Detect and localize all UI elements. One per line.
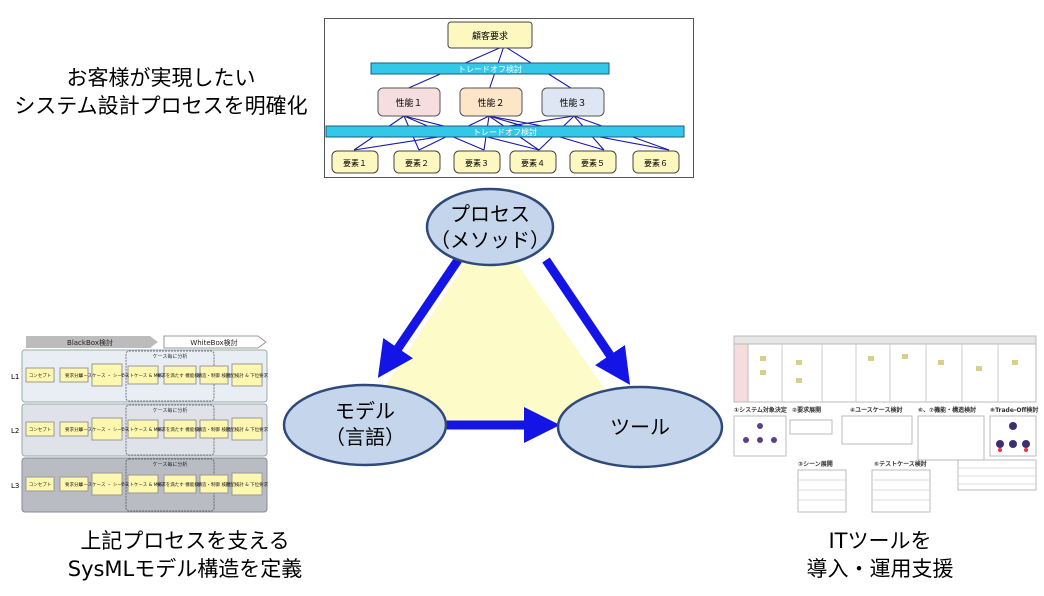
tool-screenshot-collage: ①システム対象決定 ②要求展開 ③シーン展開 ④ユースケース検討 ⑤テストケース… bbox=[733, 335, 1038, 513]
tool-callout: ⑧Trade-Off検討 bbox=[990, 406, 1038, 414]
cell-label: 構造・制御 検討 bbox=[198, 372, 231, 379]
process-sublabel: （メソッド） bbox=[430, 228, 550, 252]
model-ellipse bbox=[282, 383, 448, 467]
element-label: 要素２ bbox=[405, 158, 429, 168]
caption-top-left: お客様が実現したい システム設計プロセスを明確化 bbox=[0, 64, 322, 120]
process-label: プロセス bbox=[450, 202, 530, 226]
row-note: ケース毎に分析 bbox=[153, 407, 188, 414]
process-model-tool-triangle: プロセス （メソッド） モデル （言語） ツール bbox=[282, 187, 724, 469]
cell-label: 構造・制御 検討 bbox=[198, 481, 231, 488]
element-label: 要素１ bbox=[343, 158, 367, 168]
cell-label: ユースケース ・ シーン条件 bbox=[79, 372, 136, 379]
cell-label: ユースケース ・ シーン条件 bbox=[79, 481, 136, 488]
root-label: 顧客要求 bbox=[472, 30, 508, 42]
cell-label: 構造・制御 検討 bbox=[198, 426, 231, 433]
model-sublabel: （言語） bbox=[325, 425, 405, 449]
function-label: 性能１ bbox=[395, 97, 422, 109]
arrow-process-to-model bbox=[377, 257, 462, 378]
tool-callout: ④ユースケース検討 bbox=[850, 406, 902, 414]
sysml-row: L1 ケース毎に分析 コンセプト 要求分解 ユースケース ・ シーン条件 テスト… bbox=[11, 349, 269, 403]
row-label: L2 bbox=[11, 427, 19, 435]
cell-label: テストケース & MoEs bbox=[121, 372, 167, 379]
cell-label: テストケース & MoEs bbox=[121, 426, 167, 433]
tool-callout: ②要求展開 bbox=[792, 406, 821, 414]
whitebox-header-label: WhiteBox検討 bbox=[190, 338, 237, 347]
cell-label: 能配検討 & 下位要求 bbox=[226, 372, 269, 379]
tool-ellipse bbox=[556, 385, 724, 469]
cell-label: 要求を満たす 機能検討 bbox=[157, 426, 204, 433]
tool-table-screenshot bbox=[733, 335, 1037, 403]
cell-label: 能配検討 & 下位要求 bbox=[226, 426, 269, 433]
cell-label: テストケース & MoEs bbox=[121, 481, 167, 488]
tradeoff-label: トレードオフ検討 bbox=[473, 127, 537, 137]
tool-callout: ③シーン展開 bbox=[798, 460, 833, 468]
sysml-row: L2 ケース毎に分析 コンセプト 要求分解 ユースケース ・ シーン条件 テスト… bbox=[11, 403, 269, 457]
cell-label: コンセプト bbox=[29, 482, 52, 488]
row-note: ケース毎に分析 bbox=[153, 353, 188, 360]
caption-bottom-right: ITツールを 導入・運用支援 bbox=[770, 527, 990, 583]
element-label: 要素６ bbox=[644, 158, 668, 168]
arrow-process-to-tool bbox=[542, 257, 631, 385]
tradeoff-bar bbox=[325, 125, 685, 138]
sysml-row: L3 ケース毎に分析 コンセプト 要求分解 ユースケース ・ シーン条件 テスト… bbox=[11, 457, 269, 513]
caption-bottom-left: 上記プロセスを支える SysMLモデル構造を定義 bbox=[20, 527, 350, 583]
cell-label: ユースケース ・ シーン条件 bbox=[79, 426, 136, 433]
hierarchy-diagram: トレードオフ検討 トレードオフ検討 顧客要求 性能１ 性能２ 性能３ 要素１ 要… bbox=[324, 18, 694, 178]
row-label: L1 bbox=[11, 373, 19, 381]
caption-line: 導入・運用支援 bbox=[806, 557, 954, 581]
cell-label: コンセプト bbox=[29, 373, 52, 379]
tradeoff-bar bbox=[370, 62, 610, 75]
caption-line: 上記プロセスを支える bbox=[80, 529, 290, 553]
cell-label: 要求分解 bbox=[65, 481, 83, 488]
cell-label: 要求分解 bbox=[65, 426, 83, 433]
element-label: 要素５ bbox=[581, 158, 605, 168]
caption-line: お客様が実現したい bbox=[66, 66, 256, 90]
cell-label: 要求分解 bbox=[65, 372, 83, 379]
tradeoff-label: トレードオフ検討 bbox=[458, 64, 522, 74]
blackbox-header bbox=[26, 336, 158, 348]
sysml-structure-table: BlackBox検討 WhiteBox検討 L1 ケース毎に分析 コンセプト 要… bbox=[11, 335, 269, 513]
caption-line: SysMLモデル構造を定義 bbox=[67, 557, 303, 581]
cell-label: 要求を満たす 機能検討 bbox=[157, 372, 204, 379]
function-label: 性能３ bbox=[559, 97, 586, 109]
tool-callout: ①システム対象決定 bbox=[734, 406, 787, 414]
function-nodes: 性能１ 性能２ 性能３ bbox=[377, 87, 605, 117]
element-label: 要素４ bbox=[521, 158, 545, 168]
triangle-area bbox=[360, 225, 630, 425]
tool-label: ツール bbox=[610, 415, 670, 439]
caption-line: システム設計プロセスを明確化 bbox=[14, 94, 308, 118]
row-label: L3 bbox=[11, 482, 19, 490]
element-nodes: 要素１ 要素２ 要素３ 要素４ 要素５ 要素６ bbox=[331, 150, 680, 174]
process-ellipse bbox=[425, 187, 555, 267]
cell-label: 要求を満たす 機能検討 bbox=[157, 481, 204, 488]
tool-tree-screenshot bbox=[733, 415, 787, 457]
caption-line: ITツールを bbox=[828, 529, 932, 553]
model-label: モデル bbox=[335, 399, 395, 423]
element-label: 要素３ bbox=[465, 158, 489, 168]
row-note: ケース毎に分析 bbox=[153, 461, 188, 468]
blackbox-header-label: BlackBox検討 bbox=[67, 338, 113, 347]
root-node bbox=[447, 21, 533, 49]
tool-callout: ⑥、⑦機能・構造検討 bbox=[918, 406, 976, 414]
cell-label: コンセプト bbox=[29, 427, 52, 433]
cell-label: 能配検討 & 下位要求 bbox=[226, 481, 269, 488]
function-label: 性能２ bbox=[477, 97, 504, 109]
tool-callout: ⑤テストケース検討 bbox=[874, 460, 927, 468]
whitebox-header bbox=[163, 335, 267, 349]
